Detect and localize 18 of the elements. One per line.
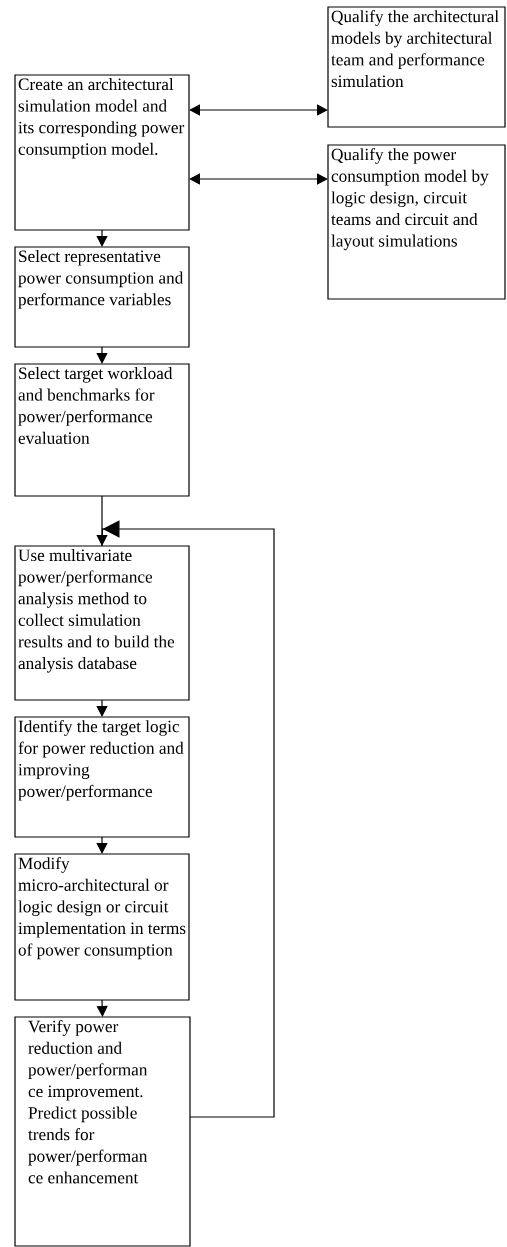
arrow: [96, 495, 108, 546]
process-box: Identify the target logic for power reduction and improving power/performance: [14, 716, 190, 838]
arrow: [189, 173, 328, 185]
process-box: Modify micro-architectural or logic design or circuit implementation in terms of power consumption: [14, 853, 190, 1001]
arrow: [96, 999, 108, 1017]
arrow: [101, 520, 275, 1118]
process-box: Qualify the power consumption model by logic design, circuit teams and circuit and layout simulations: [327, 144, 506, 300]
process-box: Use multivariate power/performance analysis method to collect simulation results and to build the analysis database: [14, 545, 190, 701]
process-box: Qualify the architectural models by architectural team and performance simulation: [327, 6, 506, 128]
process-box: Create an architectural simulation model and its corresponding power consumption model.: [14, 74, 190, 231]
arrow: [189, 104, 328, 116]
process-box: Verify power reduction and power/performan ce improvement. Predict possible trends for power/performan ce enhancement: [14, 1016, 191, 1247]
process-box: Select representative power consumption and performance variables: [14, 246, 190, 348]
process-box: Select target workload and benchmarks for power/performance evaluation: [14, 363, 190, 497]
arrow: [96, 346, 108, 364]
arrow: [96, 699, 108, 717]
arrow: [96, 229, 108, 247]
arrow: [96, 836, 108, 854]
